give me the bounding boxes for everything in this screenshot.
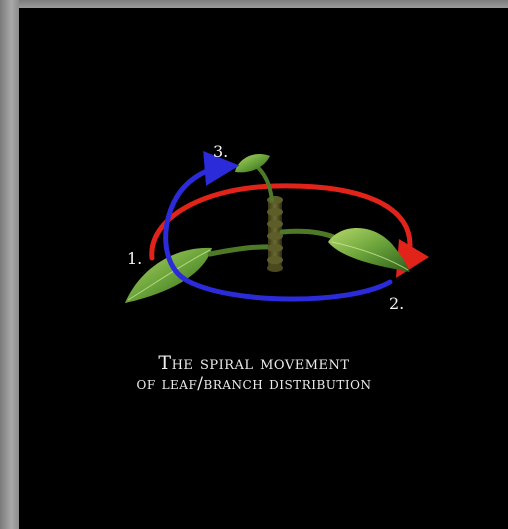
branch-1	[210, 247, 276, 254]
caption-line-2: of leaf/branch distribution	[0, 374, 508, 394]
label-3: 3.	[213, 142, 228, 161]
leaf-2	[328, 228, 410, 272]
branch-3	[255, 165, 272, 200]
leaf-3	[235, 154, 270, 172]
caption-line-1: The spiral movement	[0, 352, 508, 374]
label-1: 1.	[127, 249, 142, 268]
branch-2	[282, 231, 336, 238]
label-2: 2.	[389, 294, 404, 313]
